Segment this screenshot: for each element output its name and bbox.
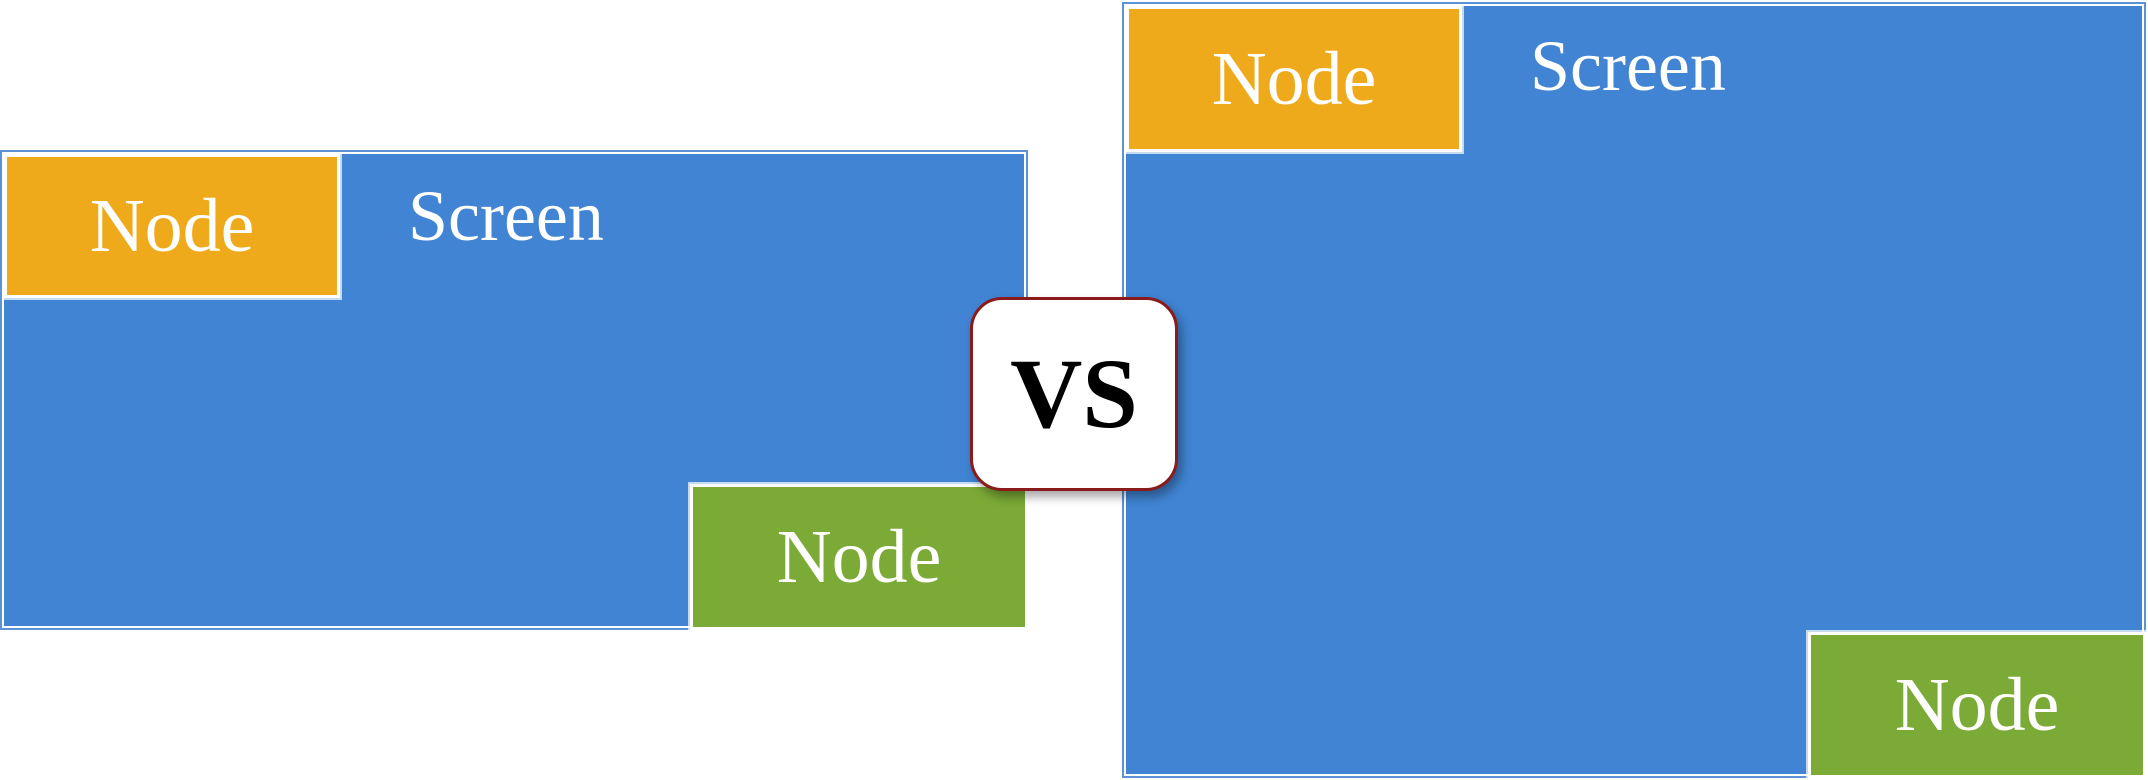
- right-screen-label: Screen: [1530, 26, 1726, 106]
- vs-badge: VS: [970, 297, 1178, 491]
- left-top-left-node: Node: [2, 152, 342, 300]
- right-top-left-node: Node: [1124, 4, 1464, 154]
- left-screen-label: Screen: [408, 176, 604, 256]
- right-screen-panel: Screen Node Node: [1122, 2, 2148, 780]
- left-screen-panel: Screen Node Node: [0, 150, 1030, 632]
- vs-label: VS: [1010, 338, 1138, 449]
- right-bottom-right-node: Node: [1806, 630, 2148, 780]
- left-bottom-right-node: Node: [688, 482, 1030, 632]
